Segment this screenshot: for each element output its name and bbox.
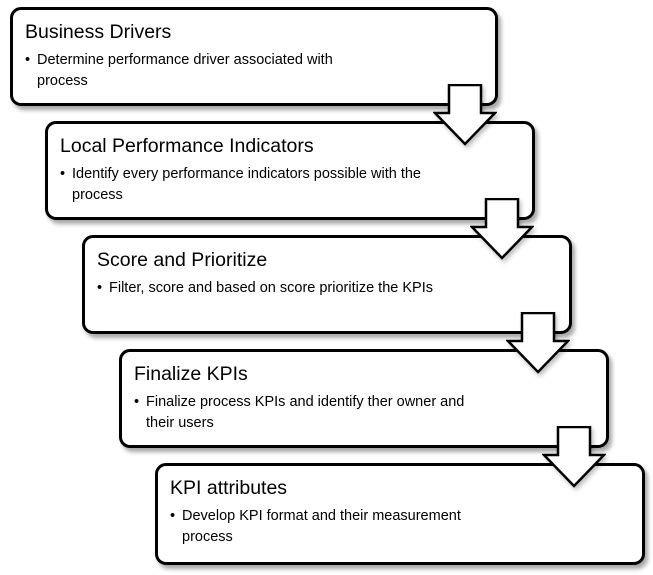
step-score-and-prioritize: Score and Prioritize • Filter, score and… bbox=[82, 235, 572, 334]
step-title: KPI attributes bbox=[170, 477, 288, 499]
step-bullet: • Identify every performance indicators … bbox=[60, 164, 422, 206]
bullet-marker: • bbox=[134, 394, 140, 410]
step-title: Business Drivers bbox=[25, 21, 172, 43]
bullet-marker: • bbox=[60, 166, 66, 182]
step-bullet-text: Finalize process KPIs and identify ther … bbox=[146, 394, 465, 431]
step-bullet-text: Develop KPI format and their measurement… bbox=[182, 508, 461, 545]
bullet-marker: • bbox=[170, 508, 176, 524]
step-bullet-text: Determine performance driver associated … bbox=[37, 52, 333, 89]
step-bullet-text: Filter, score and based on score priorit… bbox=[109, 280, 433, 296]
step-bullet: • Filter, score and based on score prior… bbox=[97, 278, 462, 299]
down-arrow-icon bbox=[433, 84, 497, 146]
step-title: Score and Prioritize bbox=[97, 249, 268, 271]
step-bullet: • Finalize process KPIs and identify the… bbox=[134, 392, 494, 434]
down-arrow-icon bbox=[542, 426, 606, 488]
step-local-performance-indicators: Local Performance Indicators • Identify … bbox=[45, 121, 535, 220]
step-title: Local Performance Indicators bbox=[60, 135, 314, 157]
bullet-marker: • bbox=[25, 52, 31, 68]
step-finalize-kpis: Finalize KPIs • Finalize process KPIs an… bbox=[119, 349, 609, 448]
bullet-marker: • bbox=[97, 280, 103, 296]
step-bullet: • Develop KPI format and their measureme… bbox=[170, 506, 515, 548]
step-kpi-attributes: KPI attributes • Develop KPI format and … bbox=[155, 463, 645, 565]
step-bullet: • Determine performance driver associate… bbox=[25, 50, 365, 92]
step-bullet-text: Identify every performance indicators po… bbox=[72, 166, 421, 203]
down-arrow-icon bbox=[506, 312, 570, 374]
step-title: Finalize KPIs bbox=[134, 363, 248, 385]
step-business-drivers: Business Drivers • Determine performance… bbox=[10, 7, 498, 106]
down-arrow-icon bbox=[470, 198, 534, 260]
